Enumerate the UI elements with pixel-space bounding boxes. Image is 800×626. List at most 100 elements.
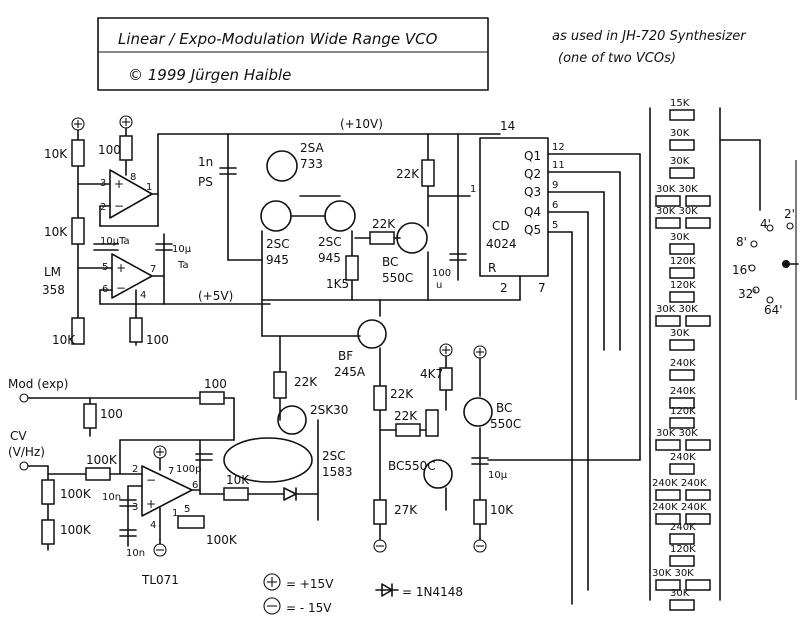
transistor-bc550c [423,459,453,489]
label-bc: BC [382,255,398,269]
ladder-resistor [669,417,695,429]
label-550c: 550C [382,271,413,285]
label-2sa: 2SA [300,141,324,155]
label-2sk30: 2SK30 [310,403,348,417]
ladder-resistor [685,315,711,327]
resistor-100k [85,467,111,481]
ladder-resistor [669,109,695,121]
label-10k: 10K [44,147,68,161]
label-945: 945 [318,251,341,265]
ladder-resistor [669,397,695,409]
mod-exp-label: Mod (exp) [8,377,68,391]
copyright-text: © 1999 Jürgen Haible [128,66,291,84]
transistor-2sk30 [277,405,307,435]
mod-input-jack[interactable] [19,393,29,403]
legend-minus-text: = - 15V [286,601,332,615]
resistor-10k [71,139,85,167]
ladder-label: 30K 30K [656,428,698,439]
expo-converter-section: Mod (exp) 100 100 22K 2SK30 2SC 1583 10K… [8,335,353,587]
pin-label: 4 [140,290,146,301]
lm358-section: 10K 10K 10K 100 + − 3 2 8 1 10µTa 10µ Ta [42,115,501,347]
ladder-label: 240K [670,386,696,397]
current-source-section: BF 245A 22K 22K 4K7 BC550C 27K BC 550C 1… [261,299,641,553]
ladder-resistor [669,369,695,381]
opamp-plus: + [114,177,124,191]
label-10k: 10K [44,225,68,239]
ladder-label: 120K [670,280,696,291]
cv-input-jack[interactable] [19,461,29,471]
label-245a: 245A [334,365,366,379]
ladder-resistor [669,555,695,567]
ladder-label: 30K [670,232,690,243]
ladder-resistor [685,195,711,207]
transistor-bc550c [396,222,428,254]
switch-contact [750,240,758,248]
legend: = +15V = - 15V = 1N4148 [263,573,463,615]
ladder-resistor [655,489,681,501]
transistor-2sa733 [266,150,298,182]
resistor-100 [83,403,97,429]
ladder-resistor [685,579,711,591]
ic-label: 4024 [486,237,517,251]
label-bc: BC [496,401,512,415]
resistor-22k [273,371,287,399]
minus-supply-icon [263,597,281,615]
ladder-resistor [669,463,695,475]
lm358-label: LM [44,265,61,279]
pin-label: 7 [168,466,174,477]
resistor-22k [395,423,421,437]
resistor-10k [71,317,85,345]
ladder-resistor [655,513,681,525]
ladder-label: 240K [670,522,696,533]
ladder-resistor [669,339,695,351]
switch-label: 32' [738,287,757,301]
transistor-2sc945 [324,200,356,232]
ladder-resistor [655,195,681,207]
q-label: Q5 [524,223,541,237]
label-22k: 22K [396,167,420,181]
ladder-label: 30K 30K [656,184,698,195]
core-section: 1n PS 2SA 733 2SC 945 2SC 945 1K5 22K BC… [198,117,521,337]
label-22k: 22K [390,387,414,401]
label-4k7: 4K7 [420,367,443,381]
q-label: Q2 [524,167,541,181]
label-ps: PS [198,175,213,189]
ladder-label: 30K 30K [652,568,694,579]
ladder-resistor [685,513,711,525]
switch-label: 64' [764,303,783,317]
legend-plus-text: = +15V [286,577,334,591]
pin-label: 8 [130,172,136,183]
supply-5v-label: (+5V) [198,289,233,303]
label-10n: 10n [126,548,145,559]
resistor-27k [373,499,387,525]
resistor-22k [369,231,395,245]
resistor-100k [41,519,55,545]
resistor-22k [373,385,387,411]
label-100k: 100K [86,453,118,467]
ladder-label: 30K [670,156,690,167]
label-10n: 10n [102,492,121,503]
ladder-resistor [655,217,681,229]
label-27k: 27K [394,503,418,517]
ladder-label: 15K [670,98,690,109]
diode-icon [381,583,393,597]
ladder-resistor [655,439,681,451]
label-10k: 10K [226,473,250,487]
ladder-resistor [685,439,711,451]
pin-label: 7 [150,264,156,275]
label-945: 945 [266,253,289,267]
label-100k: 100K [60,523,92,537]
cv-label: CV [10,429,27,443]
ladder-label: 30K [670,588,690,599]
lm358-label: 358 [42,283,65,297]
opamp-plus: + [116,261,126,275]
pin-label: 9 [552,180,558,191]
ladder-resistor [655,579,681,591]
ladder-resistor [655,315,681,327]
resistor-10k [223,487,249,501]
transistor-2sc1583 [223,437,313,483]
title-block: Linear / Expo-Modulation Wide Range VCO … [97,17,489,91]
label-2sc: 2SC [266,237,290,251]
ladder-label: 30K [670,128,690,139]
